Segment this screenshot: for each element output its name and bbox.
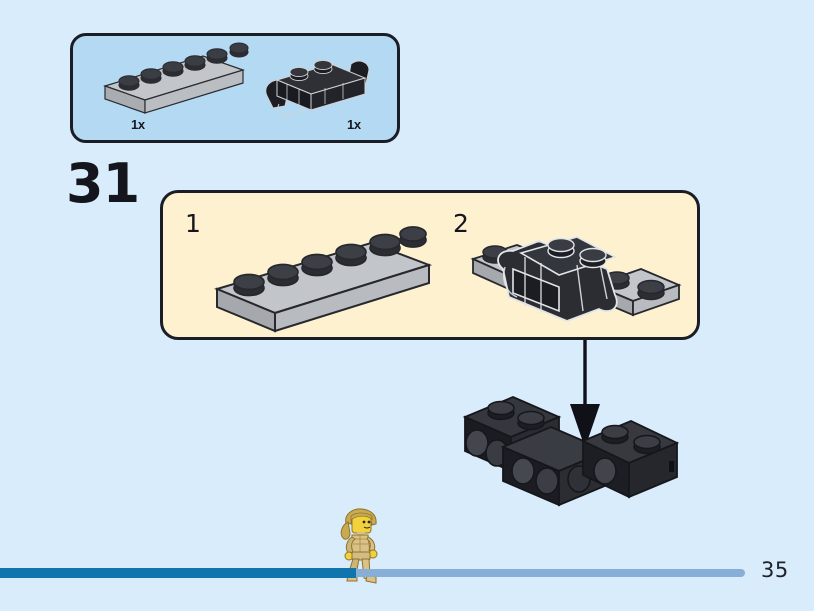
vehicle-mudguard-2x2-black-icon bbox=[265, 59, 370, 117]
assembly-model bbox=[455, 385, 695, 535]
progress-bar-filled bbox=[0, 568, 356, 578]
part-count-label: 1x bbox=[131, 117, 145, 132]
substep-label-2: 2 bbox=[453, 209, 469, 238]
substep-label-1: 1 bbox=[185, 209, 201, 238]
parts-callout-item-2: 1x bbox=[255, 36, 385, 140]
substep-2-mudguard-on-plate-drawing bbox=[470, 236, 682, 322]
parts-callout-item-1: 1x bbox=[91, 36, 251, 140]
plate-1x6-light-gray-icon bbox=[103, 42, 249, 114]
assembly-arrow bbox=[568, 340, 602, 452]
step-number: 31 bbox=[66, 152, 140, 215]
substep-1-plate-1x6-drawing bbox=[214, 226, 433, 333]
part-count-label: 1x bbox=[347, 117, 361, 132]
page-number: 35 bbox=[761, 558, 789, 582]
black-headlight-bricks-assembly-drawing bbox=[462, 396, 680, 507]
parts-callout-box: 1x bbox=[70, 33, 400, 143]
progress-bar bbox=[0, 566, 814, 580]
progress-bar-graphic bbox=[0, 568, 745, 578]
instruction-box: 1 2 bbox=[160, 190, 700, 340]
arrow-down-icon bbox=[570, 340, 600, 448]
